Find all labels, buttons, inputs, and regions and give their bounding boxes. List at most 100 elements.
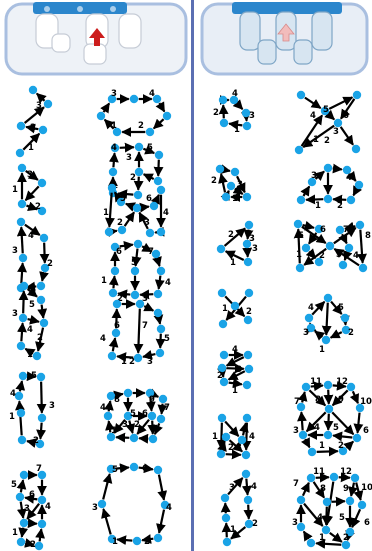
figure-L10: 12 (218, 289, 253, 328)
edge-R13-0 (303, 483, 309, 496)
step-number-L2-1: 1 (12, 185, 18, 195)
step-number-R12-7: 4 (314, 423, 320, 433)
node-L10-2 (231, 302, 239, 310)
edge-L8-0 (221, 174, 225, 192)
edge-R4-7 (113, 276, 114, 288)
node-R5-2 (154, 309, 162, 317)
edge-R9-2 (333, 168, 342, 169)
node-L5-5 (18, 436, 26, 444)
edge-L5-2 (41, 382, 42, 413)
node-L10-0 (218, 289, 226, 297)
step-number-R6-7: 2 (134, 420, 140, 430)
edge-L12-6 (226, 454, 241, 455)
node-L11-1 (244, 351, 252, 359)
step-number-R12-10: 1 (319, 441, 325, 451)
figure-L5: 54312 (9, 371, 55, 448)
node-L1-2 (17, 122, 25, 130)
step-number-R10-3: 8 (365, 231, 371, 241)
step-number-L11-2: 3 (236, 365, 242, 375)
step-number-L7-2: 3 (249, 111, 255, 121)
node-R8-5 (352, 145, 360, 153)
edge-L6-9 (40, 529, 42, 541)
step-number-R10-7: 4 (353, 251, 359, 261)
step-number-R12-3: 9 (338, 395, 344, 405)
step-number-R13-7: 4 (317, 513, 323, 523)
step-number-R13-9: 6 (364, 518, 370, 528)
step-number-R6-8: 1 (111, 426, 117, 436)
node-R11-0 (324, 294, 332, 302)
node-R2-7 (134, 191, 142, 199)
figure-R8: 456123 (295, 91, 361, 154)
edge-R5-7 (113, 338, 115, 351)
edge-L3-3 (42, 273, 44, 281)
figure-R10: 56781234 (294, 220, 371, 272)
node-R10-4 (302, 244, 310, 252)
node-R4-3 (111, 267, 119, 275)
step-number-R12-1: 12 (336, 377, 348, 387)
step-number-R12-4: 7 (294, 397, 300, 407)
node-L6-7 (35, 542, 43, 550)
edge-R9-5 (333, 199, 346, 200)
step-number-R12-9: 6 (363, 426, 369, 436)
step-number-R1-3: 2 (138, 121, 144, 131)
edge-R1-3 (159, 103, 164, 111)
node-L3-1 (40, 234, 48, 242)
step-number-R10-5: 2 (319, 251, 325, 261)
step-number-L11-0: 4 (232, 345, 238, 355)
edge-R13-11 (351, 483, 354, 496)
step-number-R5-2: 4 (100, 334, 106, 344)
edge-R5-8 (138, 309, 140, 353)
node-L7-0 (219, 96, 227, 104)
step-number-L4-1: 3 (12, 309, 18, 319)
edge-R4-4 (159, 276, 161, 289)
edge-R7-6 (117, 539, 132, 540)
figure-R2: 45321 (109, 143, 163, 199)
step-number-L1-1: 2 (30, 123, 36, 133)
node-L12-2 (222, 433, 230, 441)
step-number-R8-3: 1 (313, 135, 319, 145)
step-number-R6-2: 4 (100, 403, 106, 413)
edge-R8-2 (341, 127, 353, 145)
node-R1-3 (97, 112, 105, 120)
step-number-R6-5: 7 (164, 403, 170, 413)
edge-R3-5 (142, 207, 149, 208)
step-number-R1-2: 1 (111, 121, 117, 131)
top-right-panel (202, 2, 367, 74)
edge-R7-4 (159, 510, 164, 533)
node-R8-4 (295, 146, 303, 154)
figure-R5: 6745123 (100, 300, 170, 367)
figure-L3: 4321 (12, 218, 53, 293)
edge-R9-6 (306, 199, 323, 200)
step-number-L3-1: 3 (12, 246, 18, 256)
step-number-R1-0: 3 (111, 89, 117, 99)
step-number-L11-3: 1 (232, 386, 238, 396)
edge-R2-4 (144, 174, 154, 179)
step-number-R13-5: 10 (361, 483, 372, 493)
node-R12-1 (324, 381, 332, 389)
node-L8-0 (216, 165, 224, 173)
step-number-L6-5: 1 (12, 528, 18, 538)
step-number-R1-1: 4 (149, 89, 155, 99)
node-R5-1 (136, 300, 144, 308)
step-number-R8-5: 3 (333, 127, 339, 137)
edge-R7-3 (159, 475, 164, 500)
edge-L4-0 (23, 291, 24, 313)
step-number-R4-2: 5 (131, 258, 137, 268)
step-number-R11-1: 5 (338, 303, 344, 313)
node-L11-5 (243, 381, 251, 389)
step-number-R5-6: 3 (147, 357, 153, 367)
step-number-L8-0: 2 (211, 176, 217, 186)
step-number-R7-2: 3 (92, 503, 98, 513)
step-number-R8-0: 4 (310, 111, 316, 121)
step-number-R13-6: 3 (292, 518, 298, 528)
edge-R4-3 (157, 259, 159, 267)
node-L5-1 (37, 373, 45, 381)
step-number-L11-1: 2 (217, 371, 223, 381)
node-L4-3 (40, 319, 48, 327)
step-number-R13-4: 9 (343, 484, 349, 494)
edge-R3-0 (109, 193, 111, 227)
edge-R13-7 (304, 531, 309, 539)
node-R13-5 (346, 497, 354, 505)
